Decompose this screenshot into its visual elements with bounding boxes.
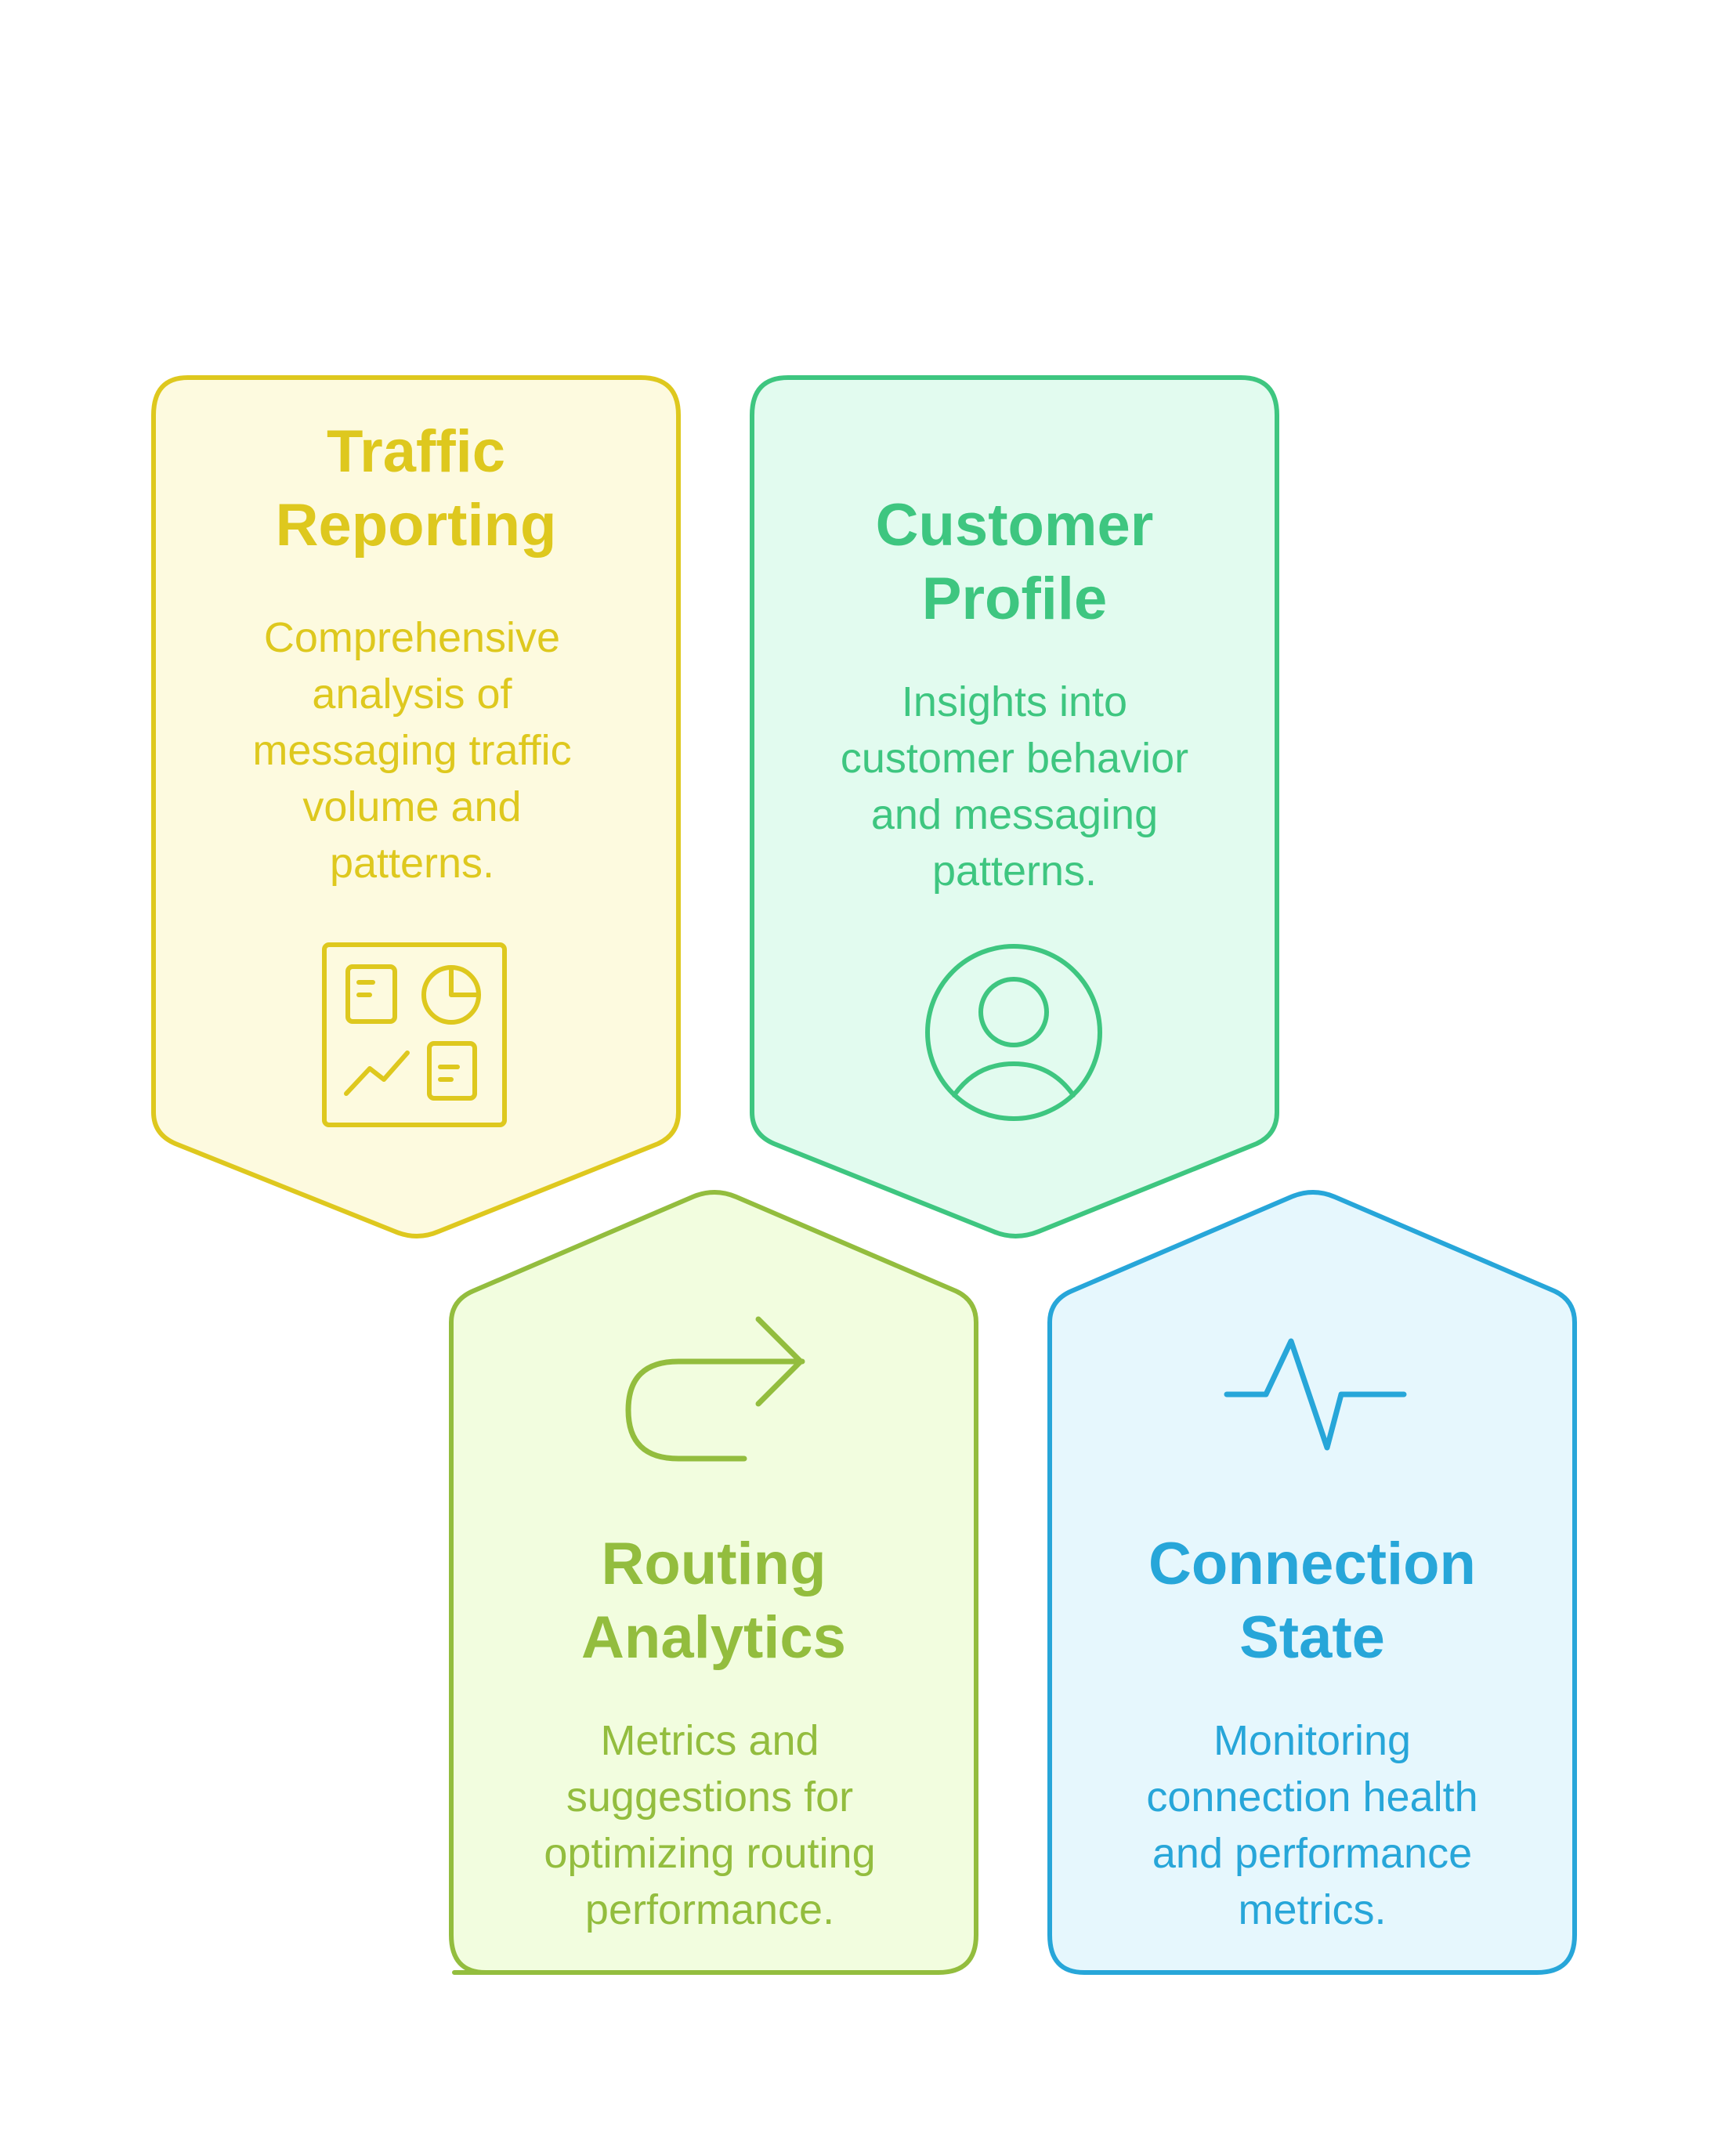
customer-profile-desc-line: customer behavior xyxy=(840,735,1189,782)
routing-analytics-desc-line: Metrics and xyxy=(600,1717,819,1764)
routing-analytics-title: Routing Analytics xyxy=(451,1528,976,1675)
connection-state-desc-line: metrics. xyxy=(1238,1886,1387,1933)
routing-analytics-desc-line: optimizing routing xyxy=(544,1830,876,1877)
connection-state-desc-line: and performance xyxy=(1152,1830,1473,1877)
customer-profile-desc-line: patterns. xyxy=(931,848,1098,895)
customer-profile-card xyxy=(750,375,1279,1238)
traffic-reporting-desc-line: Comprehensive xyxy=(263,614,561,661)
connection-state-title-line2: State xyxy=(1239,1604,1385,1671)
traffic-reporting-desc-line: volume and xyxy=(302,783,522,830)
dashboard-icon xyxy=(322,942,507,1127)
customer-profile-title: Customer Profile xyxy=(752,489,1277,636)
traffic-reporting-title-line1: Traffic xyxy=(326,418,506,485)
traffic-reporting-desc-line: patterns. xyxy=(329,840,495,887)
traffic-reporting-desc-line: messaging traffic xyxy=(252,727,572,774)
connection-state-desc-line: Monitoring xyxy=(1213,1717,1412,1764)
customer-profile-title-line1: Customer xyxy=(875,492,1154,559)
customer-profile-title-line2: Profile xyxy=(921,566,1108,632)
routing-analytics-title-line1: Routing xyxy=(601,1531,826,1597)
connection-state-title: Connection State xyxy=(1050,1528,1575,1675)
routing-analytics-description: Metrics and suggestions for optimizing r… xyxy=(451,1712,968,1938)
user-avatar-icon xyxy=(925,944,1102,1121)
connection-state-description: Monitoring connection health and perform… xyxy=(1050,1712,1575,1938)
connection-state-card xyxy=(1047,1190,1577,1975)
routing-analytics-title-line2: Analytics xyxy=(581,1604,846,1671)
connection-state-title-line1: Connection xyxy=(1148,1531,1476,1597)
connection-state-desc-line: connection health xyxy=(1146,1774,1478,1821)
customer-profile-desc-line: and messaging xyxy=(870,791,1159,838)
customer-profile-description: Insights into customer behavior and mess… xyxy=(752,674,1277,899)
traffic-reporting-card xyxy=(151,375,681,1238)
routing-analytics-desc-line: performance. xyxy=(584,1886,835,1933)
traffic-reporting-title-line2: Reporting xyxy=(275,492,557,559)
traffic-reporting-description: Comprehensive analysis of messaging traf… xyxy=(154,609,671,891)
customer-profile-desc-line: Insights into xyxy=(901,678,1128,725)
u-turn-arrow-icon xyxy=(625,1316,805,1462)
routing-analytics-desc-line: suggestions for xyxy=(566,1774,854,1821)
routing-analytics-card xyxy=(449,1190,978,1975)
traffic-reporting-desc-line: analysis of xyxy=(312,671,512,718)
traffic-reporting-title: Traffic Reporting xyxy=(154,415,678,562)
pulse-icon xyxy=(1224,1338,1407,1451)
